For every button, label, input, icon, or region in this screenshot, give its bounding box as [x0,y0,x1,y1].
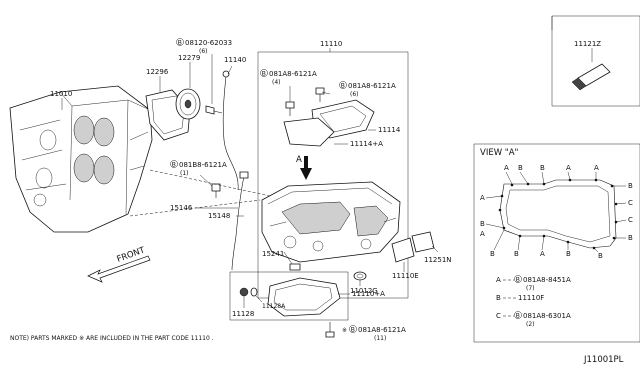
label-bolt-08120-qty: (6) [199,48,208,55]
svg-text:A: A [594,164,599,172]
engine-block[interactable] [9,85,153,233]
label-bolt-081b8-qty: (1) [180,170,189,177]
svg-text:B: B [628,182,633,190]
svg-text:A: A [480,230,485,238]
view-a-gasket[interactable] [499,179,617,249]
svg-text:A: A [540,250,545,258]
svg-text:B: B [172,162,176,169]
label-15241: 15241 [262,250,284,258]
label-15148: 15148 [208,212,230,220]
view-a-legend-row-a: A B 081A8-8451A (7) [496,275,571,292]
svg-text:081A8-8451A: 081A8-8451A [523,276,571,284]
view-a-right-letters: B C C B [614,182,633,242]
label-15146: 15146 [170,204,193,212]
gauge-dipstick[interactable] [231,171,249,271]
label-bolt-bottom: 081A8-6121A [358,326,406,334]
svg-text:(7): (7) [526,285,535,292]
note-text: NOTE) PARTS MARKED ※ ARE INCLUDED IN THE… [10,335,214,342]
svg-text:B: B [566,250,571,258]
plug-15241[interactable] [289,263,301,271]
svg-text:B: B [516,313,520,320]
svg-text:C: C [496,312,501,320]
bolt-b1[interactable] [285,101,295,116]
view-a-title: VIEW "A" [480,148,519,158]
svg-text:B: B [480,220,485,228]
label-bolt-bottom-qty: (11) [374,335,386,342]
svg-text:B: B [514,250,519,258]
bottom-bolt-marker: ※ [342,327,347,334]
label-11121z: 11121Z [574,40,601,48]
label-bolt-b1: 081A8-6121A [269,70,317,78]
bolt-b2[interactable] [315,87,325,102]
label-11012g: 11012G [350,287,378,295]
drain-plug-11128[interactable] [239,287,249,297]
svg-text:C: C [628,216,633,224]
svg-text:B: B [490,250,495,258]
svg-text:081A8-6301A: 081A8-6301A [523,312,571,320]
label-11251n: 11251N [424,256,452,264]
svg-text:C: C [628,199,633,207]
label-bolt-081b8: 081B8-6121A [179,161,227,169]
diagram-code: J11001PL [583,355,624,365]
upper-oil-pan[interactable] [261,181,401,263]
washer-11128a[interactable] [250,287,258,297]
label-11110e: 11110E [392,272,419,280]
seal-bolt[interactable] [205,105,223,115]
svg-text:B: B [351,327,355,334]
label-11114: 11114 [378,126,401,134]
front-arrow [87,255,151,283]
label-bolt-b1-qty: (4) [272,79,281,86]
gauge-tube[interactable] [222,70,239,191]
svg-text:B: B [518,164,523,172]
lower-oil-pan[interactable] [267,277,341,317]
baffle-11114a[interactable] [283,117,335,147]
svg-text:B: B [262,71,266,78]
sealant-tube[interactable] [571,63,611,91]
arrow-a-label: A [296,155,302,165]
oring-11012g[interactable] [353,271,367,281]
bolt-081b8[interactable] [211,183,221,198]
svg-text:B: B [341,83,345,90]
svg-text:A: A [566,164,571,172]
label-12279: 12279 [178,54,200,62]
view-a-legend-row-b: B 11110F [496,294,544,302]
view-a-frame [473,143,640,343]
view-a-arrow [300,156,312,180]
bracket-11110e[interactable] [391,237,415,263]
svg-text:B: B [598,252,603,260]
label-bolt-b2: 081A8-6121A [348,82,396,90]
label-11114a: 11114+A [350,140,383,148]
label-11010: 11010 [50,90,72,98]
view-a-legend-row-c: C B 081A8-6301A (2) [496,311,571,328]
view-a-left-letters: A B A [480,194,505,238]
svg-text:B: B [540,164,545,172]
sealant-frame [551,15,640,107]
label-11128: 11128 [232,310,254,318]
oil-seal[interactable] [175,88,201,120]
label-12296: 12296 [146,68,169,76]
view-a-bottom-letters: B B A B B [490,229,603,260]
label-11110a: 11110+A [352,290,385,298]
svg-text:(2): (2) [526,321,535,328]
svg-text:B: B [516,277,520,284]
label-11140: 11140 [224,56,246,64]
bolt-bottom[interactable] [325,322,335,338]
label-11110: 11110 [320,40,342,48]
label-bolt-b2-qty: (6) [350,91,359,98]
svg-text:A: A [504,164,509,172]
svg-text:11110F: 11110F [518,294,544,302]
svg-text:A: A [480,194,485,202]
label-bolt-08120: 08120-62033 [185,39,232,47]
svg-text:B: B [178,40,182,47]
lower-pan-frame [229,271,349,321]
svg-text:A: A [496,276,501,284]
svg-text:B: B [628,234,633,242]
sensor-11251n[interactable] [411,231,435,253]
view-a-top-letters: A B B A A [504,164,599,185]
svg-text:B: B [496,294,501,302]
label-11128a: 11128A [262,303,286,310]
